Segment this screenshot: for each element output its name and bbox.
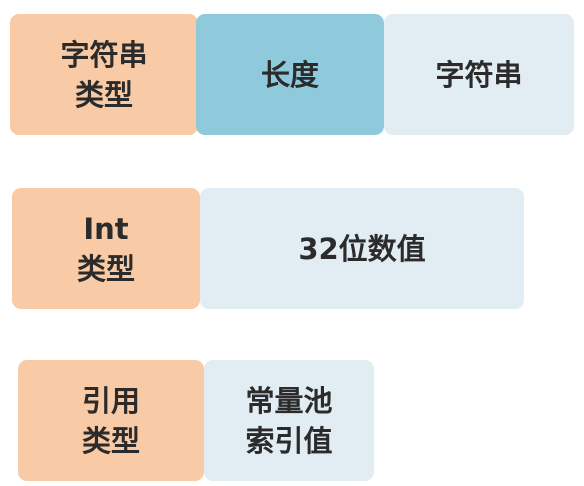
int-value-field: 32位数值 [200, 188, 524, 309]
int-type-label-line-1: Int [83, 211, 129, 246]
int-type-label-box: Int 类型 [12, 188, 200, 309]
string-type-label-line-1: 字符串 [60, 37, 148, 72]
constant-pool-index-field: 常量池 索引值 [204, 360, 374, 481]
constant-pool-index-line-2: 索引值 [245, 423, 333, 458]
reference-type-label-line-2: 类型 [81, 423, 140, 458]
string-length-field: 长度 [196, 14, 384, 135]
reference-type-label-box: 引用 类型 [18, 360, 204, 481]
int-value-field-label: 32位数值 [298, 231, 426, 266]
string-content-field: 字符串 [384, 14, 574, 135]
string-type-label-box: 字符串 类型 [10, 14, 198, 135]
string-type-label-line-2: 类型 [74, 77, 133, 112]
reference-type-label-line-1: 引用 [81, 383, 140, 418]
string-content-field-label: 字符串 [435, 57, 523, 92]
string-length-field-label: 长度 [260, 57, 319, 92]
int-type-label-line-2: 类型 [76, 251, 135, 286]
constant-pool-index-line-1: 常量池 [245, 383, 333, 418]
